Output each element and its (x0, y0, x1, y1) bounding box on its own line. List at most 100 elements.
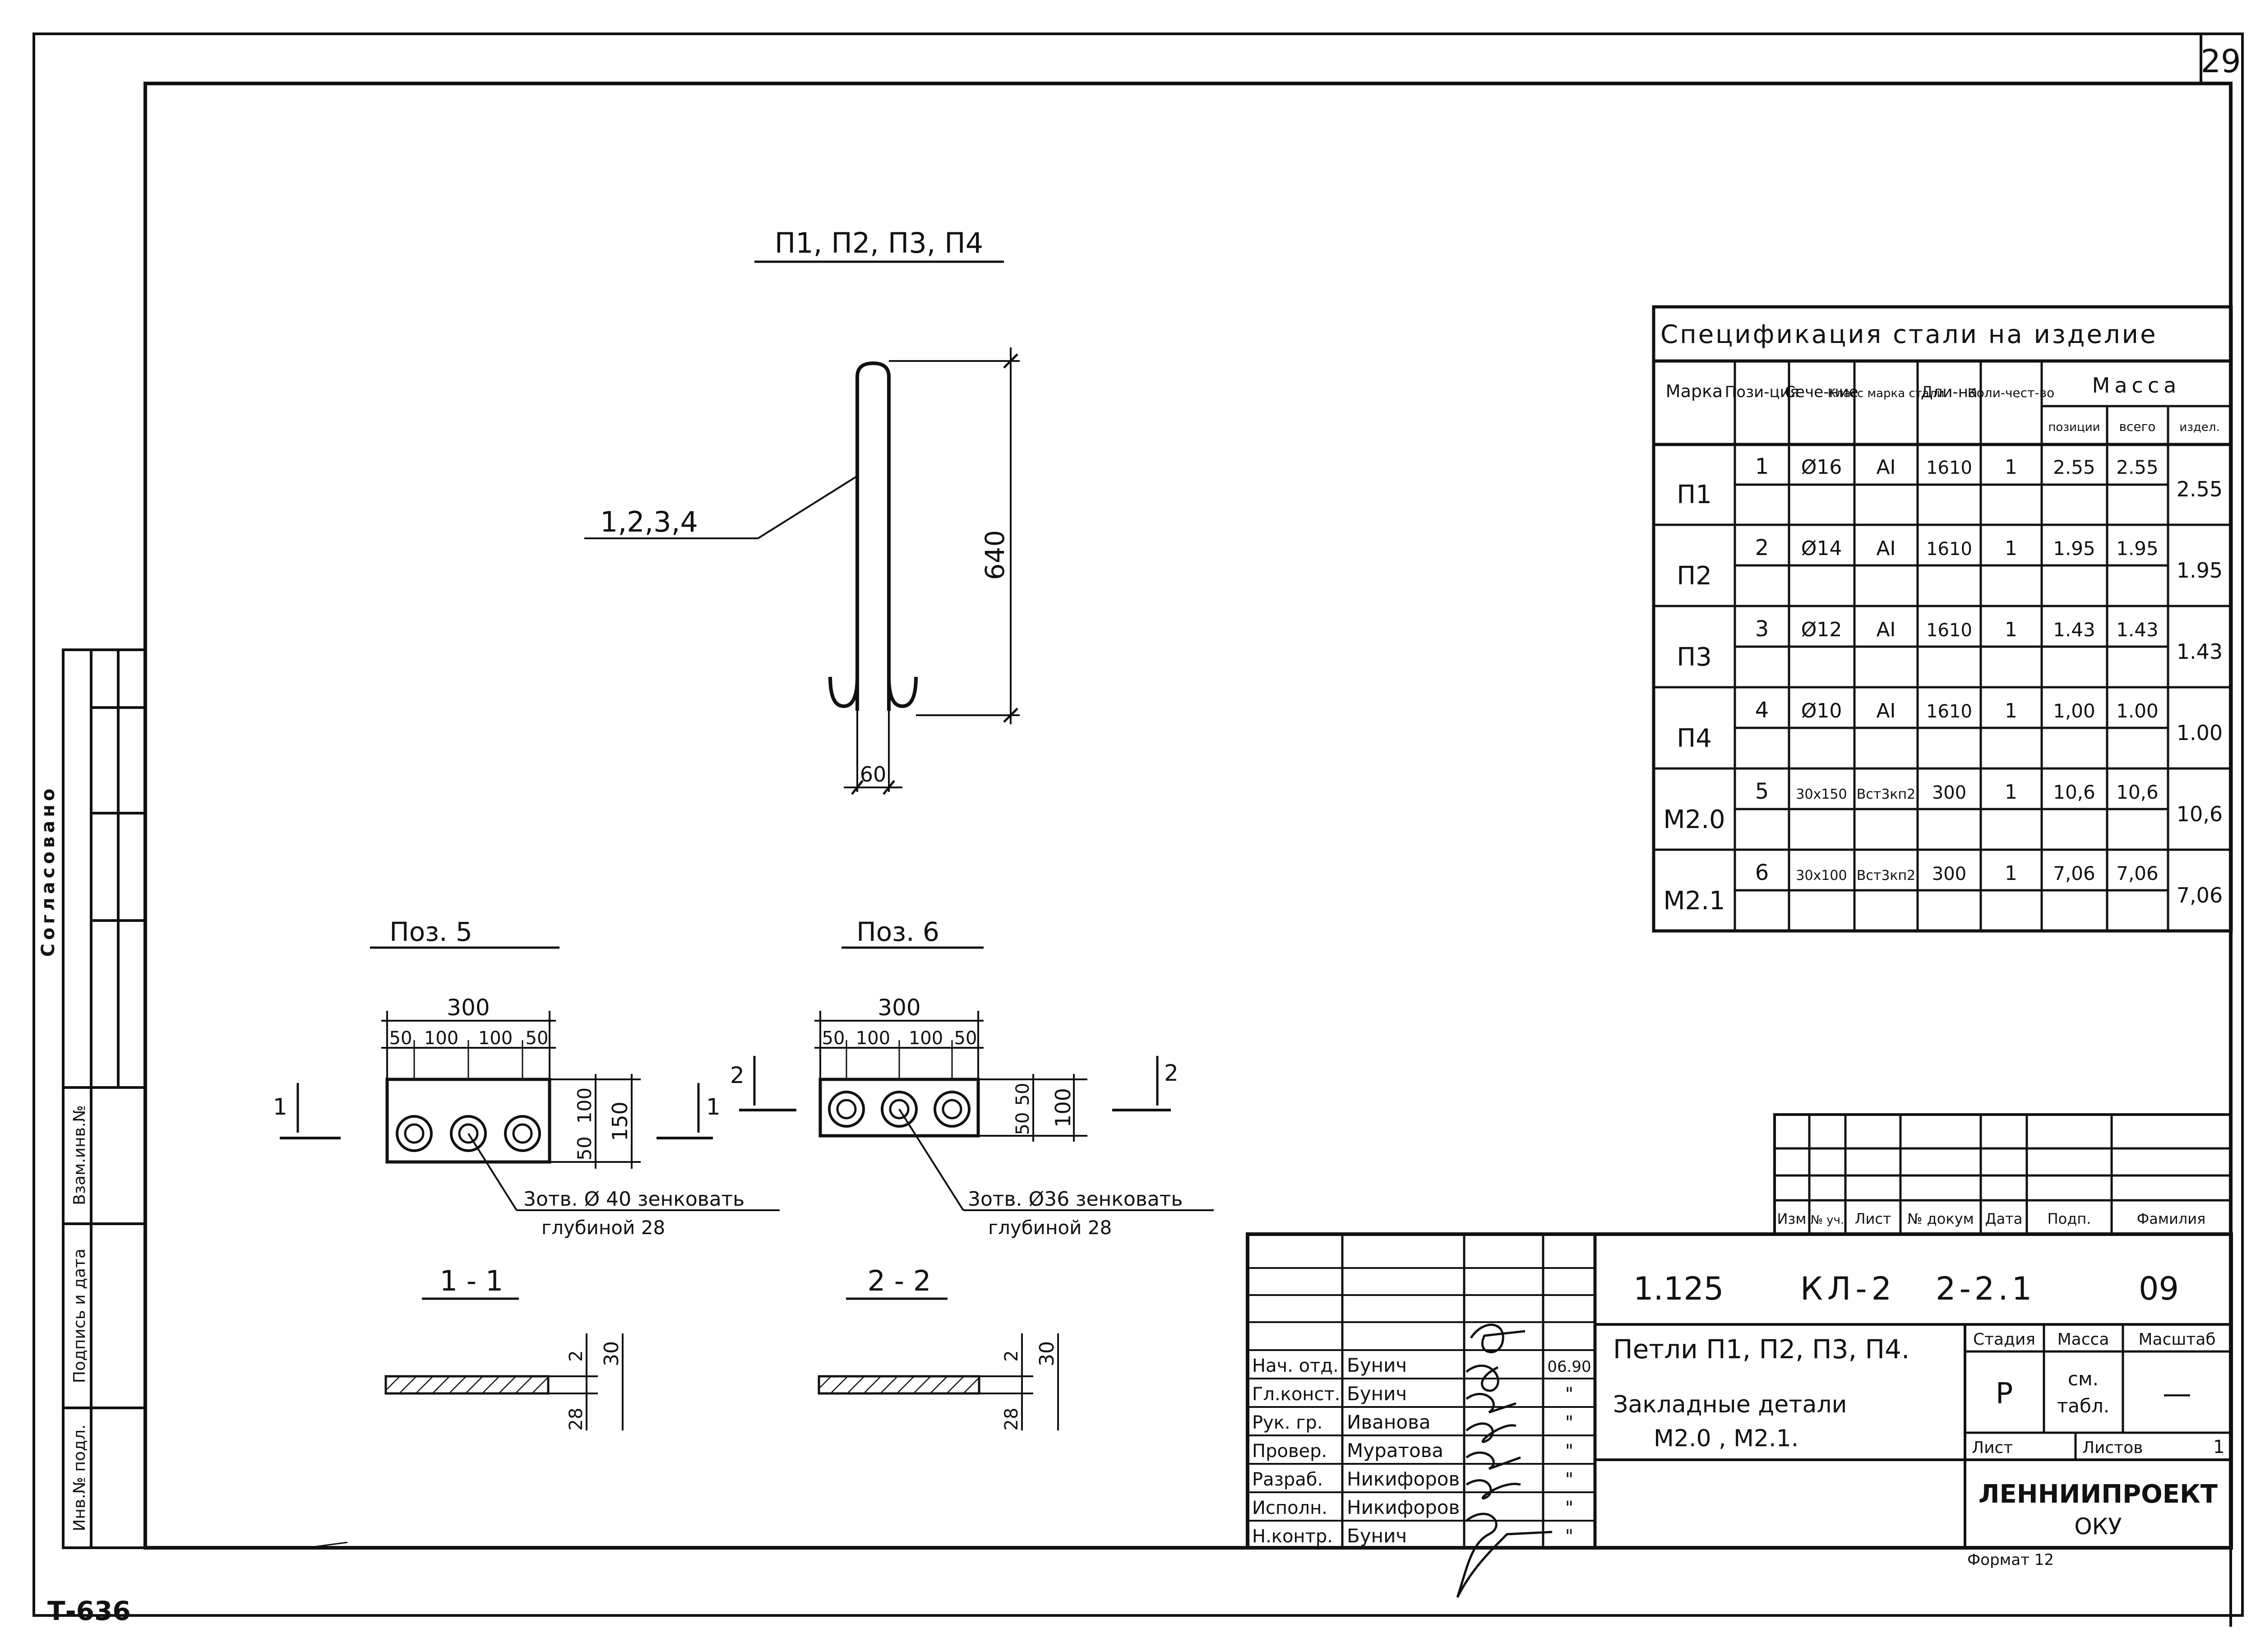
pos5-spacing-2: 100 (424, 1028, 458, 1049)
section1-title: 1 - 1 (440, 1264, 504, 1297)
pos5-overall-dim: 300 (447, 995, 490, 1021)
side-label-inv-orig: Инв.№ подл. (70, 1425, 89, 1532)
spec-header-mass: Масса (2092, 373, 2181, 398)
signer-date-ditto: " (1565, 1412, 1573, 1433)
spec-row-mass-pos: 2.55 (2053, 456, 2095, 478)
scale-value: — (2163, 1377, 2191, 1411)
spec-row-pos: 3 (1755, 616, 1769, 642)
spec-row-mass-pos: 1,00 (2053, 700, 2095, 722)
spec-header-steel: Класс марка стали (1828, 387, 1945, 400)
pos5-note-line1: 3отв. Ø 40 зенковать (523, 1188, 744, 1211)
side-stamp (62, 648, 147, 1549)
spec-title: Спецификация стали на изделие (1660, 320, 2158, 349)
sheets-value: 1 (2213, 1437, 2224, 1458)
title-code-3: 2-2.1 (1936, 1270, 2035, 1307)
spec-row-qty: 1 (2005, 537, 2017, 560)
org-dept: ОКУ (2074, 1513, 2122, 1540)
spec-row-mass-item: 1.00 (2177, 721, 2223, 745)
spec-row-mass-item: 10,6 (2177, 802, 2223, 826)
pos6-side-dim-1: 50 (1012, 1083, 1033, 1106)
spec-row-mark: П3 (1677, 643, 1712, 672)
spec-row-steel: Вст3кп2 (1857, 787, 1915, 802)
title-name-line3: М2.0 , М2.1. (1654, 1425, 1798, 1452)
stage-value: Р (1996, 1377, 2013, 1411)
spec-row-mass-total: 2.55 (2116, 456, 2159, 478)
spec-row-mass-pos: 10,6 (2053, 781, 2095, 803)
spec-row-mark: П4 (1677, 724, 1712, 753)
pos5-section-mark-right: 1 (706, 1094, 721, 1120)
spec-row-mass-item: 1.43 (2177, 639, 2223, 664)
spec-row-section: 30х100 (1796, 868, 1847, 884)
spec-header-section: Сече-ние (1784, 383, 1858, 401)
mass-label: Масса (2057, 1330, 2109, 1349)
signer-name: Бунич (1347, 1383, 1407, 1405)
spec-row-mass-total: 1.00 (2116, 700, 2159, 722)
spec-row-mass-total: 7,06 (2116, 862, 2159, 884)
stage-label: Стадия (1973, 1330, 2035, 1349)
inventory-code: Т-636 (47, 1596, 131, 1626)
signer-name: Муратова (1347, 1439, 1443, 1462)
pos5-note-line2: глубиной 28 (541, 1217, 665, 1239)
signer-name: Иванова (1347, 1411, 1431, 1433)
spec-row-pos: 6 (1755, 860, 1769, 885)
signer-name: Бунич (1347, 1354, 1407, 1376)
spec-header-mark: Марка (1666, 381, 1723, 401)
signer-name: Бунич (1347, 1525, 1407, 1547)
spec-row-mass-pos: 1.43 (2053, 619, 2095, 641)
spec-row-mass-pos: 7,06 (2053, 862, 2095, 884)
title-code-2: КЛ-2 (1800, 1270, 1896, 1307)
spec-row-mark: П1 (1677, 480, 1712, 509)
mass-value-line2: табл. (2057, 1395, 2109, 1417)
pos5-spacing-4: 50 (526, 1028, 549, 1049)
pos6-section-mark-right: 2 (1164, 1060, 1179, 1086)
signer-role: Н.контр. (1252, 1526, 1333, 1547)
spec-header-mass-total: всего (2119, 419, 2156, 434)
revision-block (1773, 1113, 2233, 1236)
section-1-1: 1 - 1 2 30 28 (384, 1264, 624, 1430)
pos6-spacing-4: 50 (954, 1028, 977, 1049)
signer-role: Нач. отд. (1252, 1356, 1339, 1376)
frame (32, 32, 2244, 1627)
pos5-total-height: 150 (608, 1101, 632, 1141)
pos5-view: Поз. 5 300 50 100 100 50 100 50 150 1 1 (273, 916, 780, 1239)
spec-row-mass-pos: 1.95 (2053, 537, 2095, 560)
section1-dim-2: 30 (600, 1341, 623, 1366)
pos5-spacing-3: 100 (478, 1028, 513, 1049)
section2-dim-1: 2 (1001, 1350, 1022, 1361)
spec-row-mark: М2.0 (1663, 805, 1725, 834)
signer-role: Провер. (1252, 1441, 1327, 1462)
revision-header: Лист (1854, 1210, 1891, 1227)
pos5-title: Поз. 5 (389, 916, 472, 947)
spec-row-mark: М2.1 (1663, 886, 1725, 916)
loop-width-dim: 60 (860, 762, 887, 787)
org-name: ЛЕННИИПРОЕКТ (1979, 1480, 2218, 1509)
signer-date-ditto: " (1565, 1441, 1573, 1462)
revision-header: Подп. (2048, 1210, 2091, 1227)
revision-header: № уч. (1811, 1213, 1844, 1227)
spec-row-mark: П2 (1677, 561, 1712, 591)
spec-row-mass-total: 1.95 (2116, 537, 2159, 560)
signature-scribbles (1456, 1323, 1553, 1598)
signer-role: Разраб. (1252, 1469, 1323, 1490)
signer-role: Рук. гр. (1252, 1412, 1323, 1433)
spec-row-length: 300 (1932, 782, 1966, 803)
format-label: Формат 12 (1967, 1551, 2054, 1569)
loop-view: П1, П2, П3, П4 640 60 1,2,3,4 (584, 227, 1020, 795)
section-2-2: 2 - 2 2 30 28 (818, 1264, 1059, 1430)
title-name-line1: Петли П1, П2, П3, П4. (1613, 1334, 1909, 1365)
spec-header-mass-pos: позиции (2048, 421, 2100, 434)
side-label-agreed: Согласовано (38, 785, 59, 957)
signer-date-ditto: " (1565, 1498, 1573, 1518)
spec-header-qty: Коли-чест-во (1968, 385, 2054, 400)
sheets-label: Листов (2082, 1439, 2143, 1457)
spec-row-qty: 1 (2005, 699, 2017, 722)
spec-table: Спецификация стали на изделие Марка Пози… (1652, 305, 2233, 933)
spec-row-length: 300 (1932, 864, 1966, 884)
spec-row-qty: 1 (2005, 456, 2017, 479)
signer-date-ditto: " (1565, 1384, 1573, 1405)
spec-row-mass-item: 2.55 (2177, 477, 2223, 501)
spec-row-section: Ø10 (1801, 699, 1842, 722)
spec-row-steel: АI (1876, 456, 1895, 479)
